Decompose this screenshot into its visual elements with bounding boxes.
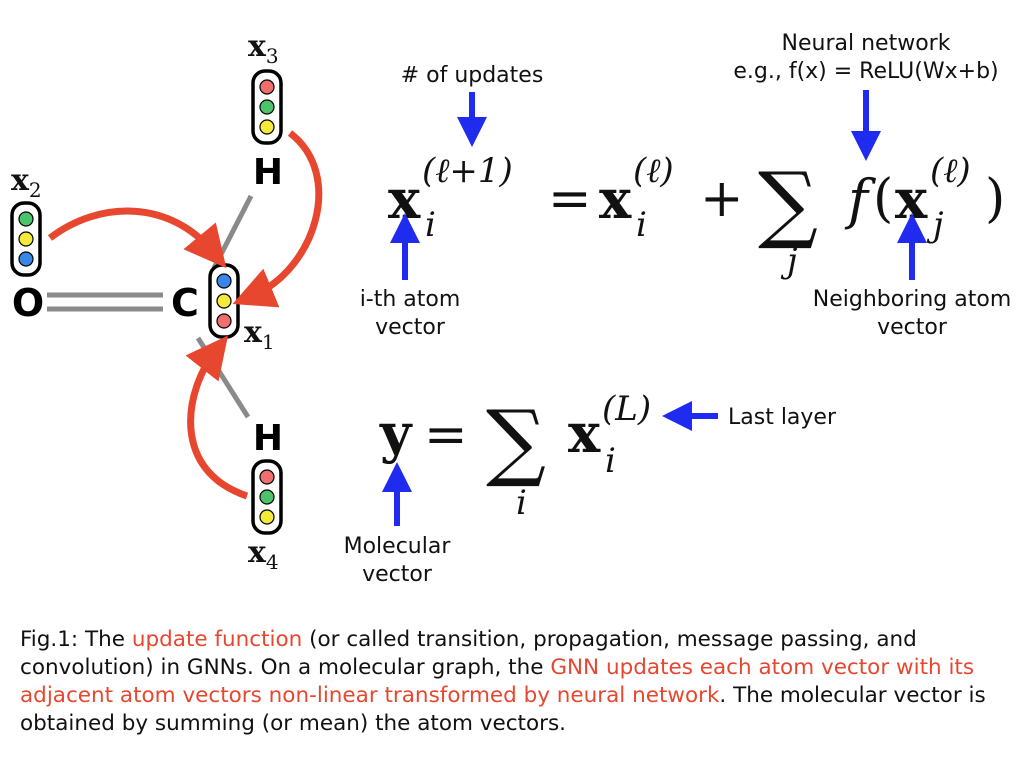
label-molecular: Molecular [344, 534, 452, 559]
eq1-arg-sub: j [926, 205, 944, 245]
vector-x2-label: x2 [11, 163, 42, 202]
readout-equation: y = ∑ i x (L) i [379, 389, 651, 523]
eq1-term-base: x [599, 167, 632, 231]
atom-h-bottom: H [253, 418, 283, 459]
eq1-term-sub: i [636, 205, 647, 245]
caption-highlight-update-function: update function [131, 627, 303, 652]
label-molecular-vector: vector [362, 562, 433, 587]
message-arrow-x2-to-c [47, 207, 227, 269]
caption-text-2: (or called transition, propagation, mess… [20, 627, 917, 680]
label-last-layer: Last layer [728, 405, 837, 430]
eq1-func: f [844, 168, 876, 231]
vector-x1-label: x1 [244, 315, 275, 354]
figure-caption: Fig.1: The update function (or called tr… [20, 626, 1010, 738]
eq1-arg-sup: (ℓ) [930, 151, 971, 191]
eq2-term-sup: (L) [602, 389, 651, 429]
label-neural-network: Neural network [782, 31, 951, 56]
eq1-close-paren: ) [985, 169, 1005, 229]
eq2-equals: = [424, 405, 468, 465]
eq2-term-base: x [568, 401, 601, 465]
eq2-sum-symbol: ∑ [486, 392, 546, 490]
caption-text-1: Fig.1: The [20, 627, 132, 652]
eq1-term-sup: (ℓ) [633, 151, 674, 191]
double-bond-o-c [47, 292, 163, 312]
vector-x4-label: x4 [248, 535, 279, 574]
caption-highlight-gnn-updates: GNN updates each atom vector with its ad… [20, 655, 975, 708]
atom-c: C [171, 281, 199, 325]
eq1-lhs-sub: i [425, 205, 436, 245]
vector-x1: x1 [208, 263, 275, 354]
message-arrow-x4-to-c [185, 335, 249, 500]
vector-x2: x2 [10, 163, 42, 277]
vector-x3-label: x3 [248, 29, 279, 68]
label-neural-network-example: e.g., f(x) = ReLU(Wx+b) [733, 59, 998, 84]
label-ith-atom-vector: vector [375, 315, 446, 340]
caption-text-3: . The molecular vector is obtained by su… [20, 683, 986, 736]
bond-c-h-bottom [195, 336, 251, 419]
eq1-lhs-sup: (ℓ+1) [422, 151, 513, 191]
label-neighboring-atom: Neighboring atom [813, 287, 1012, 312]
label-neighboring-atom-vector: vector [877, 315, 948, 340]
label-number-of-updates: # of updates [401, 63, 544, 88]
label-ith-atom: i-th atom [360, 287, 461, 312]
eq2-lhs: y [379, 401, 413, 465]
vector-x3: x3 [248, 29, 283, 145]
bond-c-h-top [211, 194, 254, 270]
eq1-equals: = [548, 169, 592, 229]
eq1-sum-symbol: ∑ [758, 154, 818, 252]
molecule-graph: O C H H x1 x2 [10, 29, 323, 574]
eq2-sum-index: i [516, 483, 527, 523]
message-arrow-x3-to-c [232, 130, 323, 308]
vector-x4: x4 [248, 459, 283, 574]
atom-h-top: H [253, 152, 283, 193]
eq1-arg-base: x [895, 167, 928, 231]
atom-o: O [12, 281, 44, 325]
eq1-lhs-base: x [388, 167, 421, 231]
annotations: # of updates Neural network e.g., f(x) =… [344, 31, 1012, 587]
eq1-plus: + [700, 169, 744, 229]
eq2-term-sub: i [605, 441, 616, 481]
eq1-open-paren: ( [873, 169, 893, 229]
